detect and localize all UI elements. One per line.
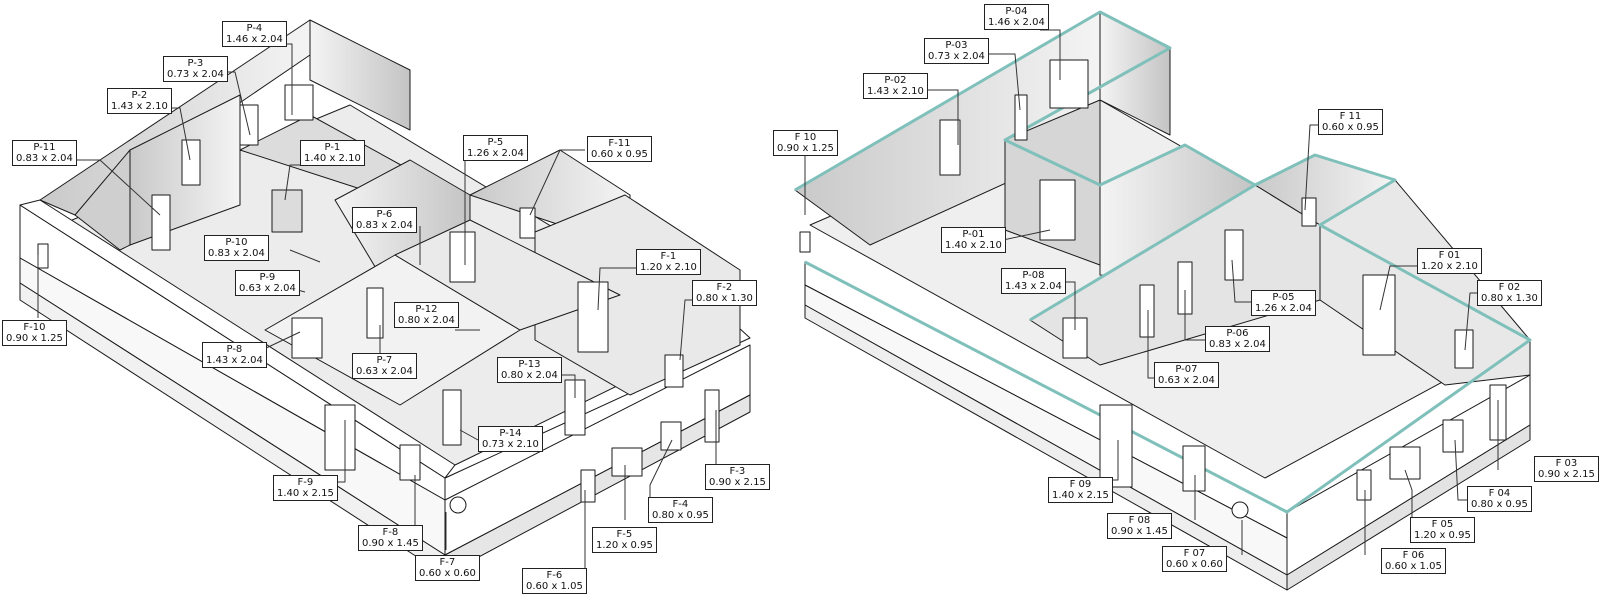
right-wall-caps-inner [1029, 183, 1256, 322]
right-door-p03 [1014, 94, 1028, 141]
left-window-f7 [449, 496, 467, 514]
left-window-f1 [577, 281, 609, 353]
left-window-f4 [660, 421, 682, 451]
right-window-f05 [1389, 446, 1421, 480]
left-door-p7 [366, 287, 384, 339]
left-window-f5 [611, 447, 643, 477]
right-window-f07 [1231, 501, 1249, 519]
left-door-p1 [271, 189, 303, 233]
right-window-f01 [1362, 274, 1396, 356]
left-door-p2 [181, 139, 201, 186]
left-door-p4 [284, 84, 314, 121]
right-window-f10 [799, 231, 811, 253]
left-window-f2 [664, 354, 684, 388]
left-window-f8 [399, 444, 421, 481]
right-door-p02 [939, 119, 961, 176]
right-window-f08 [1182, 445, 1206, 492]
right-leader-lines [804, 29, 1499, 555]
left-window-f10 [37, 243, 49, 269]
right-window-f02 [1454, 329, 1474, 369]
right-window-f11 [1301, 197, 1317, 227]
right-base-lip-se [1286, 424, 1531, 591]
left-door-p3 [239, 104, 259, 146]
left-door-p14 [442, 389, 462, 446]
right-door-p05 [1224, 229, 1244, 281]
right-door-p04 [1049, 59, 1089, 109]
left-door-p5 [449, 231, 476, 283]
right-window-f06 [1356, 469, 1372, 501]
right-door-p01 [1039, 179, 1076, 241]
right-model [794, 10, 1532, 591]
left-window-f9 [324, 404, 356, 471]
left-leader-lines [37, 43, 717, 581]
right-window-f04 [1442, 419, 1464, 453]
right-window-f09 [1099, 404, 1133, 488]
right-door-p07 [1139, 284, 1155, 338]
left-door-p11 [151, 194, 171, 251]
left-window-f3 [704, 389, 720, 443]
left-window-f11 [519, 207, 536, 239]
left-tower-wall [309, 19, 411, 131]
left-door-p8 [291, 317, 323, 359]
left-window-f6 [580, 469, 596, 503]
